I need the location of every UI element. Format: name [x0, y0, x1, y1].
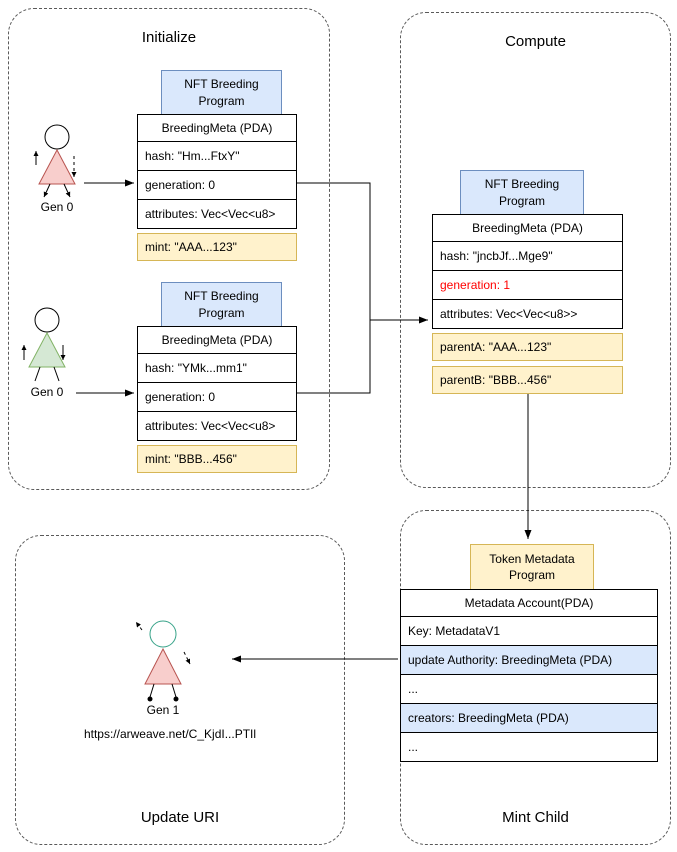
panel-compute-title: Compute [505, 33, 566, 50]
connector-parenta-to-child [297, 182, 428, 324]
figure-leg [149, 683, 155, 698]
program-tab-parent-a: NFT Breeding Program [161, 70, 282, 115]
panel-initialize-title: Initialize [141, 29, 197, 46]
figure-foot-dot [173, 696, 179, 702]
field-creators: creators: BreedingMeta (PDA) [401, 703, 657, 732]
figure-foot-dot [147, 696, 153, 702]
field-mint-parent-b: mint: "BBB...456" [137, 445, 297, 473]
field-ellipsis: ... [401, 732, 657, 761]
account-header: Metadata Account(PDA) [464, 596, 594, 610]
field-mint-parent-a: mint: "AAA...123" [137, 233, 297, 261]
accent-arrow-down [183, 651, 191, 665]
figure-head [34, 307, 60, 333]
field-key: Key: MetadataV1 [401, 616, 657, 645]
panel-update-uri-title: Update URI [140, 809, 220, 826]
stick-figure-gen0-b [21, 307, 66, 382]
account-box-parent-b: BreedingMeta (PDA) hash: "YMk...mm1" gen… [137, 326, 297, 441]
panel-mint-child-title: Mint Child [502, 809, 569, 826]
field-attributes: attributes: Vec<Vec<u8>> [433, 299, 622, 328]
account-header: BreedingMeta (PDA) [472, 221, 583, 235]
field-hash: hash: "jncbJf...Mge9" [433, 241, 622, 270]
program-tab-metadata: Token Metadata Program [470, 544, 594, 590]
actor-label-gen0-b: Gen 0 [30, 385, 64, 399]
panel-initialize: Initialize [8, 8, 330, 490]
field-hash: hash: "Hm...FtxY" [138, 141, 296, 170]
field-parent-a: parentA: "AAA...123" [432, 333, 623, 361]
actor-label-gen1: Gen 1 [146, 703, 180, 717]
field-attributes: attributes: Vec<Vec<u8> [138, 199, 296, 228]
account-header: BreedingMeta (PDA) [161, 333, 273, 347]
field-generation: generation: 0 [138, 170, 296, 199]
field-parent-b: parentB: "BBB...456" [432, 366, 623, 394]
figure-head [149, 620, 177, 648]
figure-leg [53, 366, 60, 382]
child-metadata-uri: https://arweave.net/C_KjdI...PTIl [83, 727, 257, 741]
stick-figure-gen0-a [33, 124, 77, 198]
field-update-authority: update Authority: BreedingMeta (PDA) [401, 645, 657, 674]
figure-leg [63, 183, 71, 198]
field-hash: hash: "YMk...mm1" [138, 353, 296, 382]
field-generation: generation: 1 [433, 270, 622, 299]
account-box-parent-a: BreedingMeta (PDA) hash: "Hm...FtxY" gen… [137, 114, 297, 229]
panel-compute: Compute [400, 12, 671, 488]
figure-leg [34, 366, 41, 382]
field-attributes: attributes: Vec<Vec<u8> [138, 411, 296, 440]
actor-label-gen0-a: Gen 0 [40, 200, 74, 214]
figure-leg [171, 683, 177, 698]
panel-update-uri: Update URI [15, 535, 345, 845]
figure-leg [43, 183, 51, 198]
account-box-child: BreedingMeta (PDA) hash: "jncbJf...Mge9"… [432, 214, 623, 329]
connector-parentb-to-child [297, 320, 371, 394]
figure-body [38, 148, 76, 185]
account-box-metadata: Metadata Account(PDA) Key: MetadataV1 up… [400, 589, 658, 762]
figure-head [44, 124, 70, 150]
program-tab-parent-b: NFT Breeding Program [161, 282, 282, 327]
stick-figure-gen1 [135, 620, 191, 702]
field-ellipsis: ... [401, 674, 657, 703]
field-generation: generation: 0 [138, 382, 296, 411]
program-tab-child: NFT Breeding Program [460, 170, 584, 215]
figure-body [28, 331, 66, 368]
account-header: BreedingMeta (PDA) [161, 121, 273, 135]
figure-body [144, 647, 182, 685]
accent-arrow-up [135, 621, 143, 631]
